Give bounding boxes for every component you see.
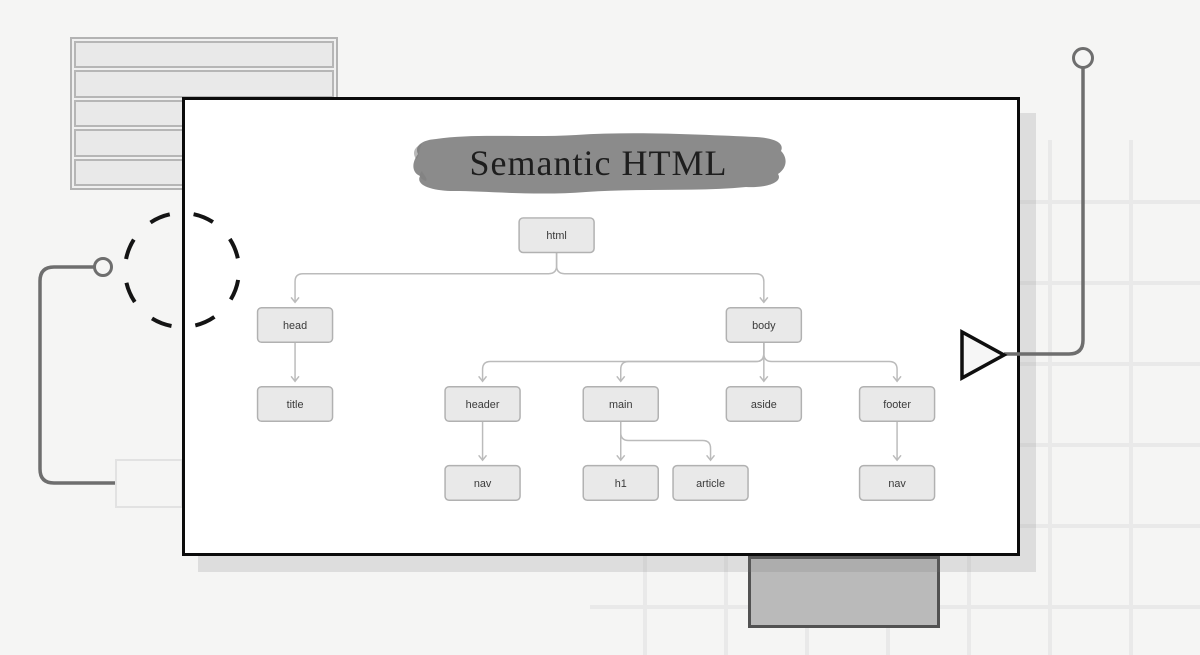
tree-node-main: main	[582, 385, 659, 422]
tree-node-box	[518, 217, 595, 254]
tree-node-nav-footer: nav	[858, 464, 936, 501]
connector-path	[38, 265, 160, 485]
tree-node-label: footer	[883, 399, 911, 411]
tree-node-label: title	[287, 399, 304, 411]
tree-node-box	[444, 464, 521, 501]
tree-node-box	[858, 385, 936, 422]
tree-node-box	[582, 385, 659, 422]
tree-node-label: h1	[615, 478, 627, 490]
tree-node-box	[256, 307, 334, 344]
tree-node-box	[672, 464, 749, 501]
tree-node-aside: aside	[725, 385, 803, 422]
tree-node-box	[582, 464, 659, 501]
tree-edge-body-main	[616, 342, 765, 383]
right-connector-endpoint-circle	[1072, 47, 1094, 69]
gray-rectangle-decoration	[748, 556, 940, 628]
tree-node-label: head	[283, 320, 307, 332]
tree-edge-main-article	[619, 421, 716, 462]
tree-node-label: article	[696, 478, 725, 490]
tree-edge-body-footer	[763, 342, 902, 383]
poster-card: html head body title header main aside footer na…	[182, 97, 1020, 556]
tree-node-title: title	[256, 385, 334, 422]
tree-node-html: html	[518, 217, 595, 254]
light-rectangle-decoration	[115, 459, 183, 508]
tree-node-label: aside	[751, 399, 777, 411]
tree-node-box	[725, 385, 803, 422]
tree-node-box	[725, 307, 803, 344]
tree-node-article: article	[672, 464, 749, 501]
poster-title: Semantic HTML	[469, 143, 728, 183]
tree-node-box	[444, 385, 521, 422]
tree-node-nav-header: nav	[444, 464, 521, 501]
tree-node-header: header	[444, 385, 521, 422]
html-tree-diagram: html head body title header main aside footer na…	[256, 217, 936, 501]
skeleton-row	[74, 41, 334, 69]
skeleton-row	[74, 70, 334, 98]
brush-texture-path	[414, 144, 427, 181]
tree-edge-html-body	[555, 252, 769, 304]
tree-node-h1: h1	[582, 464, 659, 501]
tree-node-head: head	[256, 307, 334, 344]
tree-node-box	[858, 464, 936, 501]
brush-stroke-graphic	[413, 133, 786, 194]
tree-node-label: nav	[474, 478, 492, 490]
tree-node-label: html	[546, 230, 567, 242]
tree-node-label: body	[752, 320, 776, 332]
tree-node-body: body	[725, 307, 803, 344]
connector-endpoint-circle	[93, 257, 113, 277]
tree-node-label: header	[466, 399, 500, 411]
tree-edge-html-head	[290, 252, 558, 304]
tree-node-footer: footer	[858, 385, 936, 422]
tree-node-box	[256, 385, 334, 422]
brush-stroke-path	[413, 133, 786, 194]
tree-node-label: nav	[888, 478, 906, 490]
poster-title-brush: Semantic HTML	[406, 129, 791, 201]
tree-node-label: main	[609, 399, 633, 411]
